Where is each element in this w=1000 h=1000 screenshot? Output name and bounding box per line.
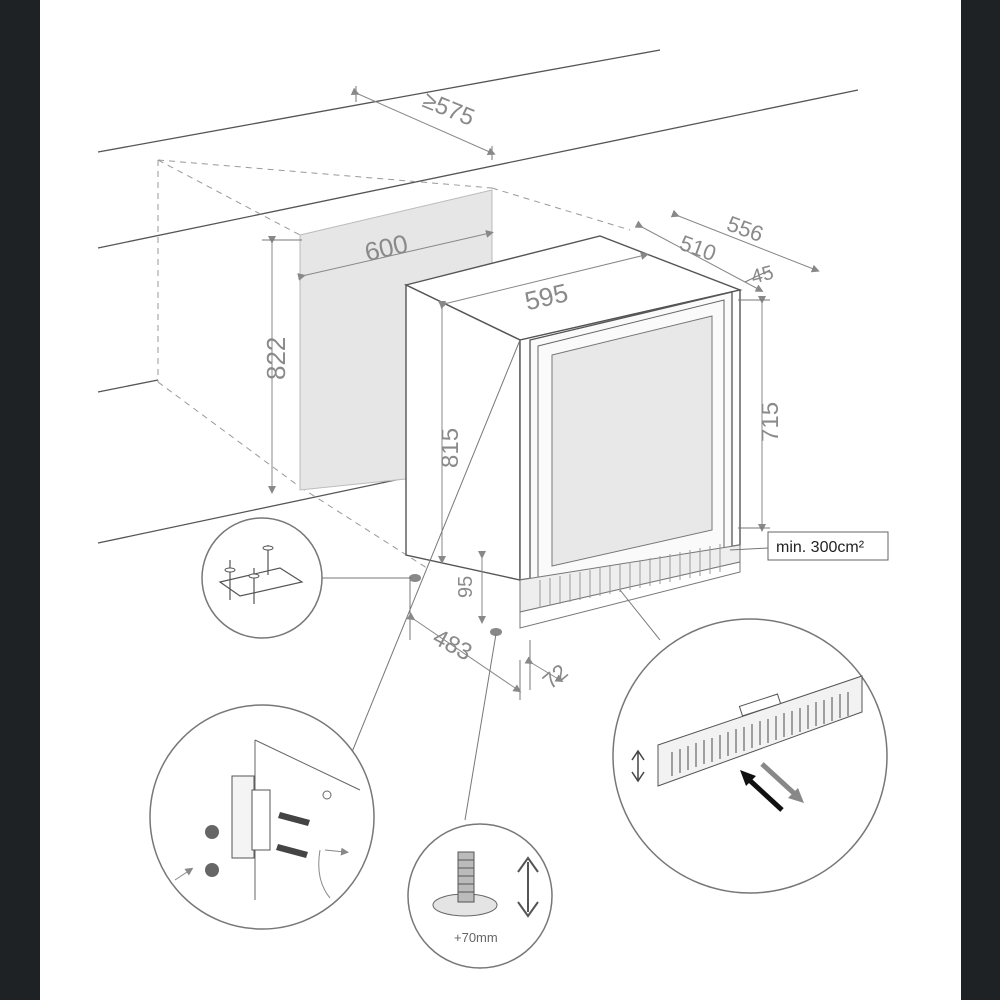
unit-width-dimension (439, 252, 649, 309)
diagram-svg: 600 822 ≥575 (97, 49, 889, 969)
up-down-arrow-icon (517, 856, 539, 918)
foot-adjust-label: +70mm (454, 930, 498, 945)
unit-height-label: 815 (437, 428, 464, 468)
niche-height-label: 822 (261, 337, 291, 380)
niche-height-dimension (262, 236, 302, 494)
plinth-depth-label: 72 (538, 659, 573, 694)
ventilation-label: min. 300cm² (776, 539, 865, 556)
ventilation-label-box (767, 531, 889, 561)
door-height-label: 715 (757, 402, 784, 442)
plinth-depth-dimension (524, 640, 564, 690)
plinth-vent-slats (539, 544, 721, 608)
grille-slots (671, 692, 849, 776)
installation-diagram: 600 822 ≥575 (40, 0, 961, 1000)
door-glass (551, 315, 713, 567)
door-depth-label: 45 (749, 262, 776, 289)
door-height-dimension (738, 296, 770, 532)
vertical-adjust-arrow-icon (631, 749, 645, 783)
depth-min-dimension (350, 86, 496, 160)
airflow-arrows-icon (740, 762, 804, 812)
total-depth-label: 556 (724, 211, 767, 247)
niche-dashed-outline (157, 159, 631, 571)
screw-icon (205, 812, 310, 877)
detail-bracket-top (201, 517, 323, 639)
detail-adjustable-foot (407, 823, 553, 969)
depth-dimensions (634, 209, 820, 292)
rear-foot (409, 574, 421, 582)
plinth-height-label: 95 (455, 576, 477, 598)
detail-side-bracket (149, 704, 375, 930)
body-depth-label: 510 (676, 230, 719, 266)
detail-ventilation-grille (612, 618, 888, 894)
niche-width-dimension (297, 229, 494, 281)
foot-depth-label: 483 (428, 624, 476, 667)
